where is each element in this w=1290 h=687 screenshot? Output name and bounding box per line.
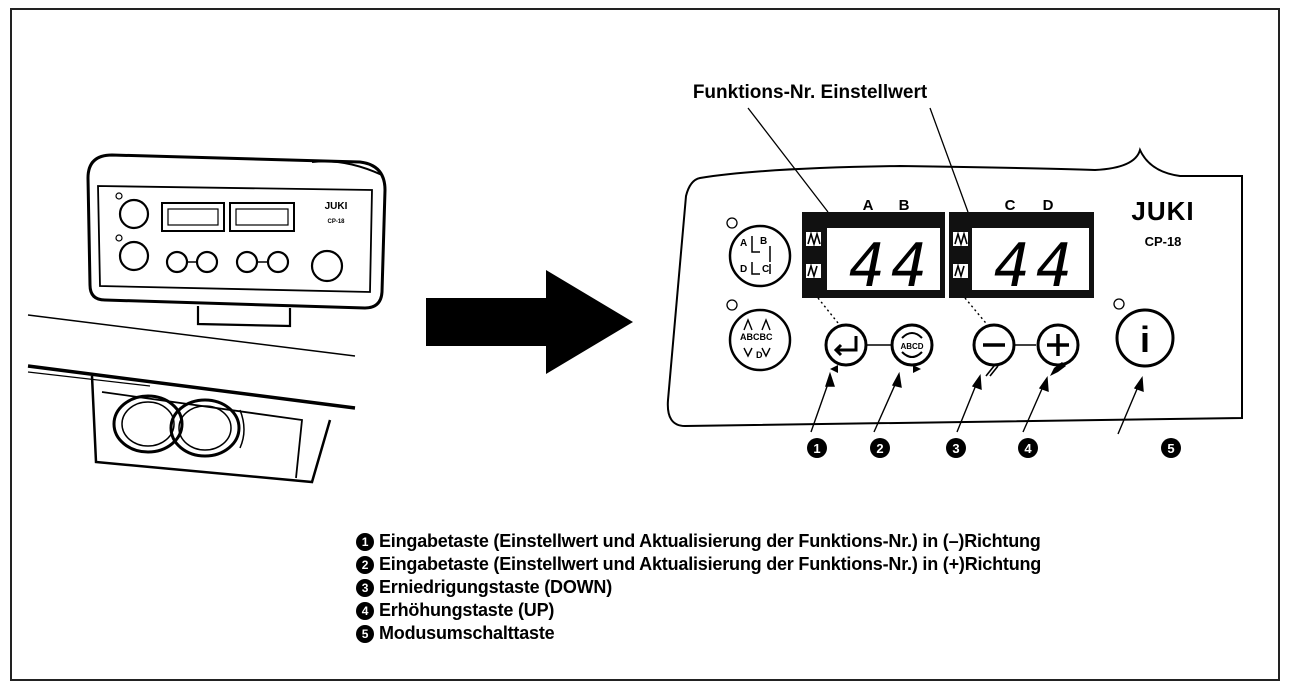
sketch-display-right [229,202,295,232]
legend-number-1: 1 [356,532,374,551]
legend-number-5: 5 [356,624,374,643]
sketch-display-right-inner [235,208,289,226]
callout-2-label: 2 [876,441,883,456]
callout-4 [1018,438,1038,458]
sketch-button-mode-b [118,240,150,272]
clear-icon [985,365,999,377]
panel-model: CP-18 [1145,234,1182,249]
led-mode-2 [726,299,738,311]
display-right-value: 44 [994,231,1078,301]
sketch-led-1 [115,192,123,200]
cycle-icon [901,332,923,358]
sketch-led-2 [115,234,123,242]
sketch-brand-label: JUKI [325,201,348,212]
sketch-button-info [310,249,344,283]
callout-5-label: 5 [1167,441,1174,456]
svg-text:D: D [756,350,763,360]
callout-numbers [807,438,1181,458]
legend-item-4: 4 Erhöhungstaste (UP) [356,599,1281,622]
legend-item-1: 1 Eingabetaste (Einstellwert und Aktuali… [356,530,1281,553]
sketch-panel-body [86,153,387,310]
legend: 1 Eingabetaste (Einstellwert und Aktuali… [356,530,1281,645]
pencil-icon [1050,362,1066,376]
callout-5 [1161,438,1181,458]
legend-item-3: 3 Erniedrigungstaste (DOWN) [356,576,1281,599]
mode-button-abcbc-glyph: ABCBC D [740,318,773,360]
svg-text:C: C [762,264,769,275]
legend-text-3: Erniedrigungstaste (DOWN) [379,577,613,597]
diagram-frame [10,8,1280,681]
abcd-key-label: ABCD [900,342,923,351]
right-triangle-icon [913,365,921,373]
callout-2 [870,438,890,458]
info-icon: i [1140,319,1150,360]
legend-text-4: Erhöhungstaste (UP) [379,600,555,620]
down-key[interactable] [972,323,1016,367]
sketch-table-top [27,314,356,357]
sketch-button-1 [165,250,189,274]
display-left-value: 44 [849,231,933,301]
legend-text-5: Modusumschalttaste [379,623,555,643]
left-triangle-icon [830,365,838,373]
display-letter-d: D [1043,197,1054,214]
sketch-knob-2 [169,398,241,458]
svg-text:ABCBC: ABCBC [740,332,773,342]
callout-3 [946,438,966,458]
sketch-under-housing [90,375,332,484]
big-arrow [426,270,633,374]
plus-icon [1047,334,1069,356]
sketch-display-left-inner [167,208,219,226]
legend-number-3: 3 [356,578,374,597]
display-letter-a: A [863,197,874,214]
legend-item-5: 5 Modusumschalttaste [356,622,1281,645]
control-panel [666,107,1243,428]
callout-1-label: 1 [813,441,820,456]
sketch-button-2 [195,250,219,274]
mode-switch-key[interactable] [1115,308,1175,368]
sketch-display-left [161,202,225,232]
return-icon [833,336,858,357]
display-letter-b: B [899,197,910,214]
legend-text-1: Eingabetaste (Einstellwert und Aktualisi… [379,531,1041,551]
svg-text:A: A [740,238,747,249]
svg-text:D: D [740,264,747,275]
legend-number-4: 4 [356,601,374,620]
mode-button-ab-cd-glyph: A B D C [740,236,771,275]
led-info [1113,298,1125,310]
sketch-button-3 [235,250,259,274]
legend-item-2: 2 Eingabetaste (Einstellwert und Aktuali… [356,553,1281,576]
enter-key-plus-direction[interactable] [890,323,934,367]
sketch-table-edge [27,364,356,410]
sketch-panel-tab [311,160,383,176]
legend-text-2: Eingabetaste (Einstellwert und Aktualisi… [379,554,1042,574]
sketch-button-mode-a [118,198,150,230]
sketch-panel-bezel [97,185,373,293]
legend-number-2: 2 [356,555,374,574]
callout-1 [807,438,827,458]
sketch-button-4 [266,250,290,274]
sketch-mount [196,306,292,328]
panel-brand: JUKI [1131,196,1194,226]
enter-key-minus-direction[interactable] [824,323,868,367]
led-mode-1 [726,217,738,229]
display-letter-c: C [1005,197,1016,214]
svg-text:B: B [760,236,767,247]
callout-3-label: 3 [952,441,959,456]
callout-4-label: 4 [1024,441,1032,456]
mode-button-abcbc [728,308,792,372]
panel-header: Funktions-Nr. Einstellwert [693,82,928,103]
header-leader-right [929,107,969,213]
machine-sketch [27,153,387,484]
sketch-model-label: CP-18 [327,219,345,225]
sketch-knob-1 [112,394,184,454]
header-leader-left [747,107,829,213]
mode-button-ab-cd [728,224,792,288]
